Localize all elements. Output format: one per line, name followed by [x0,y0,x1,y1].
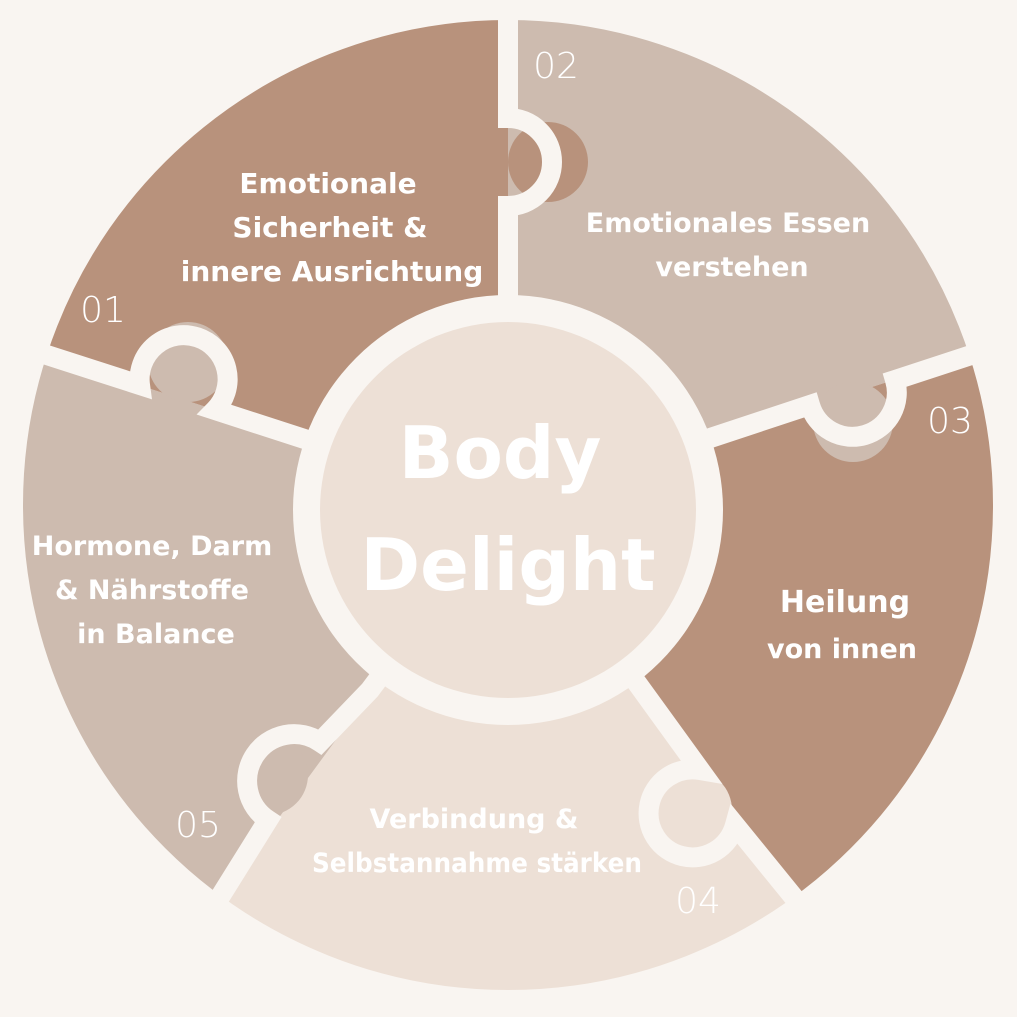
segment-04-shape [190,505,820,991]
separator-02-03 [504,330,994,515]
segment-05-label-line1: Hormone, Darm [32,531,272,562]
segment-02-label-line1: Emotionales Essen [586,208,870,239]
separator-03-04 [499,499,830,991]
segment-04-number: 04 [675,881,721,922]
segment-01-label-line2: Sicherheit & [232,211,427,244]
center-circle [320,322,696,698]
segment-05-label-line2: & Nährstoffe [55,575,249,606]
segment-04-label-line2: Selbstannahme stärken [312,848,642,879]
segment-05-label-line3: in Balance [77,619,235,650]
center-title-line2: Delight [360,523,655,607]
separator-05-01 [22,325,512,515]
segment-02-number: 02 [533,46,579,87]
center-title-line1: Body [399,411,602,495]
segment-04-label-line1: Verbindung & [370,804,579,835]
segment-02-label-line2: verstehen [655,252,808,283]
segment-05-number: 05 [175,805,221,846]
knob-04-into-03 [652,770,732,850]
segment-01-number: 01 [80,290,126,331]
segment-01-label-line3: innere Ausrichtung [181,255,484,288]
segment-03-number: 03 [927,401,973,442]
segment-01-label-line1: Emotionale [239,167,416,200]
separator-01-02 [498,19,562,505]
segment-03-label-line1: Heilung [780,585,910,620]
outer-edge [21,18,995,992]
segment-03-label-line2: von innen [767,634,917,665]
separator-04-05 [180,499,517,991]
